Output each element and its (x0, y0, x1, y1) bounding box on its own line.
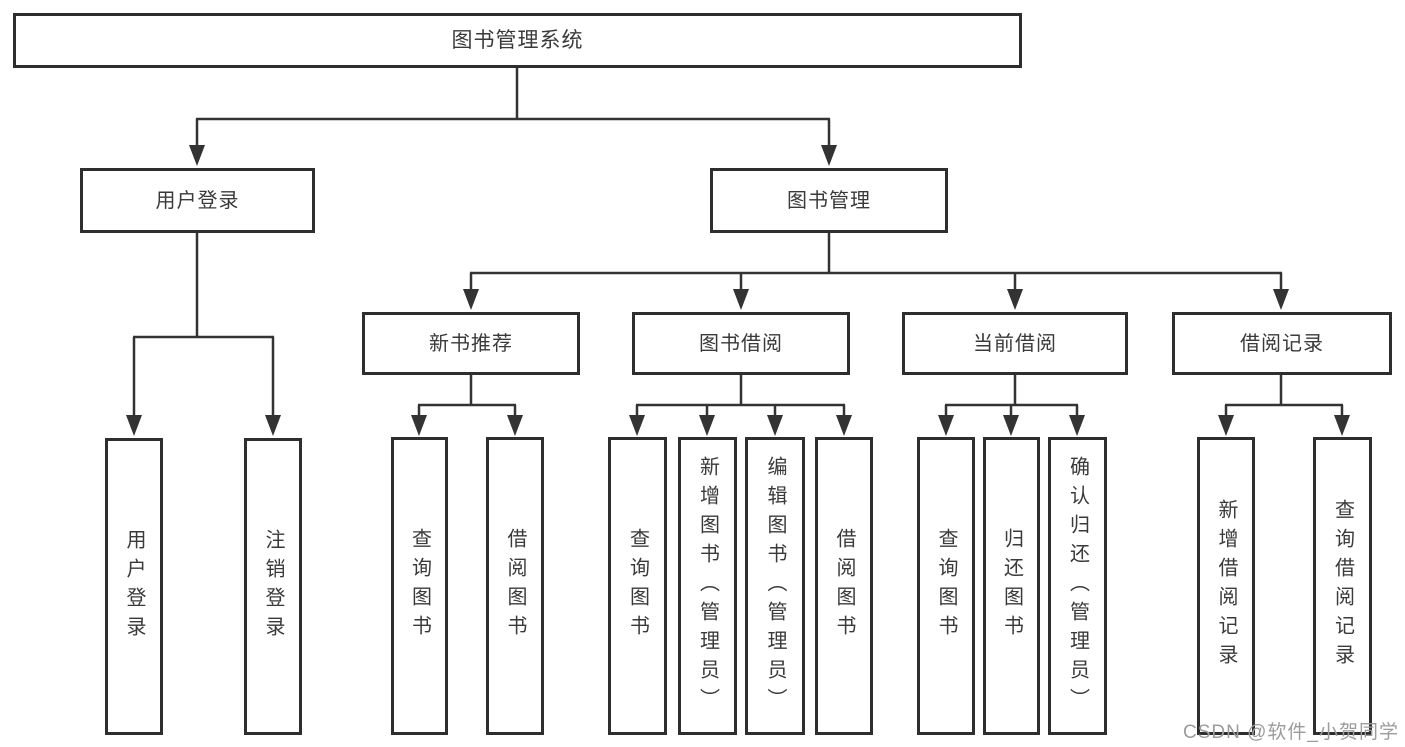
leaf-logout: 注销登录 (244, 438, 302, 735)
connector-lines (132, 67, 1344, 417)
leaf-edit-book-admin-label: 编辑图书（管理员） (764, 455, 786, 717)
node-book-borrow: 图书借阅 (632, 312, 850, 375)
leaf-return-book: 归还图书 (983, 437, 1040, 735)
leaf-logout-label: 注销登录 (262, 528, 284, 645)
node-user-login: 用户登录 (80, 168, 315, 233)
leaf-add-book-admin-label: 新增图书（管理员） (696, 455, 719, 717)
leaf-borrow-query-book-label: 查询图书 (626, 528, 649, 644)
leaf-add-book-admin: 新增图书（管理员） (678, 437, 737, 735)
leaf-recommend-query-book-label: 查询图书 (408, 528, 431, 644)
node-borrow-record-label: 借阅记录 (1240, 332, 1324, 355)
leaf-user-login-label: 用户登录 (123, 528, 145, 645)
node-borrow-record: 借阅记录 (1172, 312, 1392, 375)
leaf-current-query-book-label: 查询图书 (935, 528, 957, 644)
arrowheads (126, 145, 1350, 436)
leaf-edit-book-admin: 编辑图书（管理员） (745, 437, 805, 735)
node-new-book-recommend: 新书推荐 (362, 312, 580, 375)
node-new-book-recommend-label: 新书推荐 (429, 332, 513, 355)
node-system-root: 图书管理系统 (13, 13, 1022, 68)
node-current-borrow-label: 当前借阅 (973, 332, 1057, 355)
leaf-recommend-borrow-book-label: 借阅图书 (504, 528, 526, 644)
node-current-borrow: 当前借阅 (902, 312, 1128, 375)
leaf-recommend-borrow-book: 借阅图书 (486, 437, 544, 735)
leaf-add-borrow-record: 新增借阅记录 (1197, 437, 1255, 735)
node-book-management-label: 图书管理 (787, 189, 871, 212)
csdn-watermark: CSDN @软件_小贺同学 (1183, 722, 1399, 743)
leaf-borrow-book: 借阅图书 (815, 437, 873, 735)
node-system-root-label: 图书管理系统 (451, 29, 584, 52)
leaf-add-borrow-record-label: 新增借阅记录 (1215, 499, 1237, 673)
leaf-user-login: 用户登录 (105, 438, 163, 735)
leaf-borrow-book-label: 借阅图书 (833, 528, 855, 644)
leaf-confirm-return-admin-label: 确认归还（管理员） (1066, 455, 1089, 717)
node-book-borrow-label: 图书借阅 (699, 332, 783, 355)
leaf-query-borrow-record-label: 查询借阅记录 (1331, 499, 1354, 673)
leaf-query-borrow-record: 查询借阅记录 (1313, 437, 1372, 735)
node-book-management: 图书管理 (710, 168, 948, 233)
leaf-return-book-label: 归还图书 (1000, 528, 1023, 644)
leaf-borrow-query-book: 查询图书 (608, 437, 667, 735)
leaf-confirm-return-admin: 确认归还（管理员） (1048, 437, 1107, 735)
leaf-recommend-query-book: 查询图书 (391, 437, 448, 735)
node-user-login-label: 用户登录 (155, 189, 240, 212)
leaf-current-query-book: 查询图书 (917, 437, 975, 735)
